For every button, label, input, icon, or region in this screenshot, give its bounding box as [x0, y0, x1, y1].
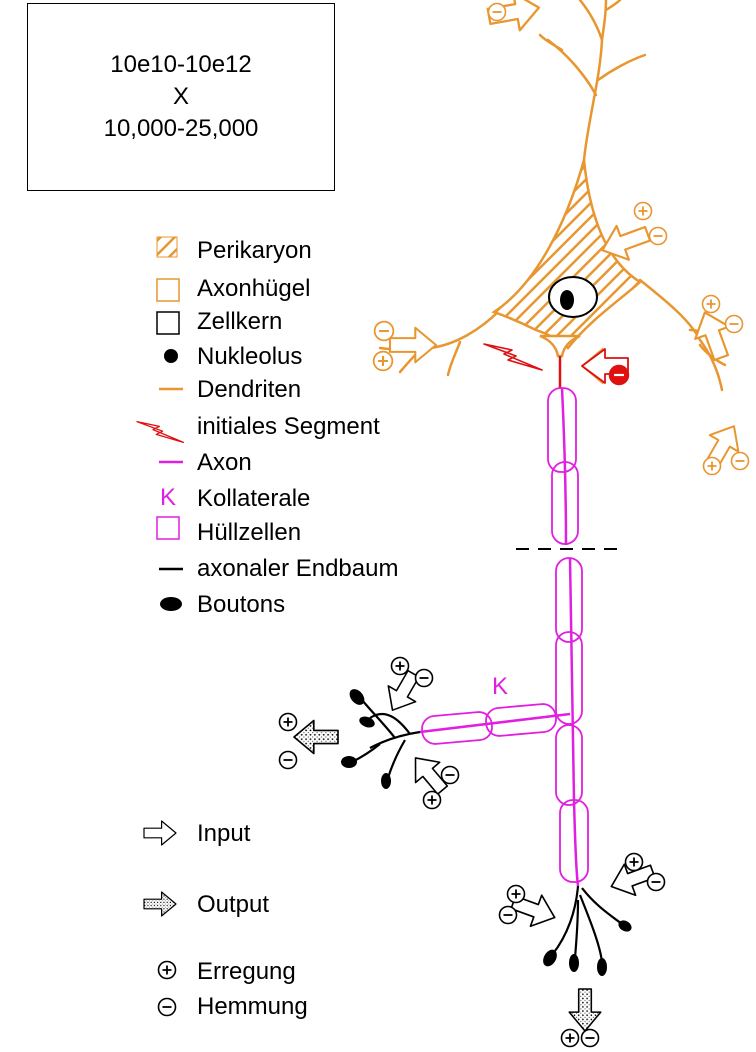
collateral-label: K — [492, 673, 508, 700]
cell-count-box: 10e10-10e12 X 10,000-25,000 — [27, 3, 335, 191]
sheath-cell — [559, 799, 589, 883]
legend-swatch-axonhuegel — [156, 278, 180, 302]
sheath-cell — [485, 703, 557, 737]
legend-initiales-segment: initiales Segment — [197, 413, 380, 440]
legend-swatch-kollaterale: K — [160, 484, 176, 511]
legend-swatch-nukleolus — [164, 349, 178, 363]
dendrite-branch — [604, 0, 622, 12]
legend-nukleolus: Nukleolus — [197, 343, 303, 370]
dendrite-branch — [578, 0, 604, 42]
legend-erregung: Erregung — [197, 958, 296, 985]
dendrite-input-left — [372, 320, 438, 372]
legend-swatch-boutons — [160, 597, 182, 611]
legend-plus-icon — [157, 960, 177, 980]
dendrite-branch — [446, 340, 462, 377]
collateral-line — [419, 712, 571, 734]
dendrite-right — [638, 278, 724, 392]
dendrite-input-top — [484, 0, 544, 37]
sheath-cell — [547, 387, 577, 473]
dendrite-branch — [546, 38, 598, 97]
sheath-cell — [555, 557, 583, 643]
main-endbaum — [551, 885, 623, 963]
legend-axonhuegel: Axonhügel — [197, 275, 311, 302]
legend-endbaum: axonaler Endbaum — [197, 555, 399, 582]
main-terminal-output — [560, 988, 602, 1048]
legend-minus-icon — [157, 997, 177, 1017]
dendrite-branch — [538, 33, 564, 52]
apical-dendrite — [582, 0, 608, 162]
legend-hemmung: Hemmung — [197, 993, 308, 1020]
legend-input-arrow-icon — [143, 820, 177, 846]
bolt-icon — [483, 343, 543, 371]
legend-zellkern: Zellkern — [197, 308, 283, 335]
legend-swatch-zellkern — [156, 311, 180, 335]
count-line-2: X — [172, 83, 189, 110]
axon-line — [560, 387, 568, 546]
nucleolus — [560, 290, 574, 310]
sheath-cell — [555, 724, 583, 806]
dendrite-branch — [596, 53, 647, 82]
boutons-collateral — [341, 689, 391, 789]
legend-kollaterale: Kollaterale — [197, 485, 311, 512]
legend-input: Input — [197, 820, 251, 847]
legend-huellzellen: Hüllzellen — [197, 519, 302, 546]
legend-swatch-huellzellen — [156, 516, 180, 540]
hillock-inhibitory-input — [581, 347, 630, 386]
dendrites — [378, 0, 727, 392]
legend-axon: Axon — [197, 449, 252, 476]
collateral-input-lower — [402, 746, 460, 810]
collateral-input-upper — [378, 656, 434, 719]
dendrite-input-lower — [696, 416, 750, 476]
count-line-3: 10,000-25,000 — [103, 115, 259, 142]
legend-swatch-perikaryon — [156, 236, 178, 258]
legend-boutons: Boutons — [197, 591, 286, 618]
legend-output-arrow-icon — [143, 891, 177, 917]
legend-dendriten: Dendriten — [197, 376, 302, 403]
collateral-endbaum — [351, 699, 421, 779]
sheath-cell — [551, 461, 579, 545]
sheath-cell — [421, 711, 493, 745]
legend-output: Output — [197, 891, 270, 918]
axon-line — [568, 557, 580, 887]
axon-hillock — [539, 334, 581, 358]
count-line-1: 10e10-10e12 — [110, 51, 252, 78]
sheath-cell — [555, 631, 583, 725]
boutons-main — [543, 920, 632, 976]
main-terminal-input-right — [604, 852, 666, 903]
collateral-output — [278, 712, 339, 770]
legend-perikaryon: Perikaryon — [197, 237, 312, 264]
main-terminal-input-left — [498, 884, 562, 934]
dendrite-branch — [698, 343, 727, 367]
legend-swatch-initiales-segment — [136, 420, 185, 444]
axon — [419, 387, 589, 887]
